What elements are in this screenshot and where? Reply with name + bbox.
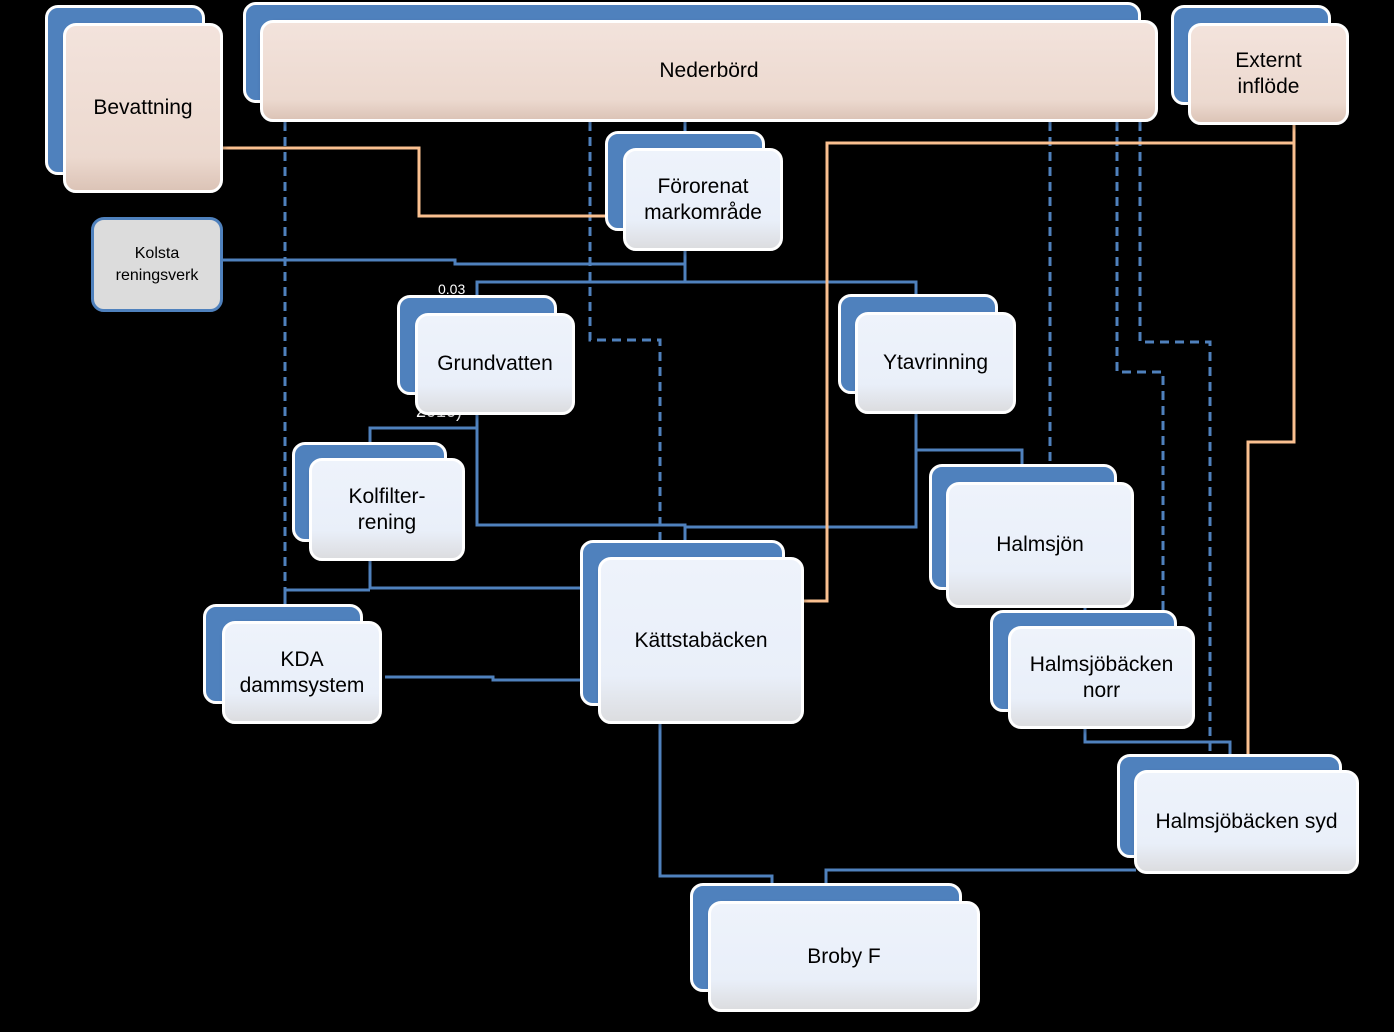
- label-halmsjobacken-norr: Halmsjöbäcken norr: [1029, 652, 1174, 702]
- line-kolsta: [223, 258, 685, 266]
- label-ytavrinning: Ytavrinning: [882, 351, 989, 374]
- dashed-line-nederbord-kattstabacken: [588, 122, 662, 545]
- dashed-line-nederbord-halmsjobacken-norr: [1115, 122, 1165, 615]
- node-kolsta-reningsverk: Kolsta reningsverk: [91, 217, 223, 312]
- line-ytavrinning-kattstabacken: [685, 412, 918, 529]
- label-nederbord: Nederbörd: [659, 59, 759, 82]
- line-externt-halmsjobacken-syd: [1246, 122, 1296, 762]
- line-ytavrinning-halmsjon: [914, 412, 1024, 468]
- line-fororenat-ytavrinning: [685, 280, 918, 298]
- line-externt-kattstabacken: [803, 141, 1294, 603]
- line-norr-syd: [1083, 728, 1232, 760]
- line-kattstabacken-broby: [658, 722, 774, 886]
- label-kattstabacken: Kättstabäcken: [634, 628, 768, 652]
- label-kda-dammsystem: KDA dammsystem: [239, 647, 365, 697]
- label-broby-f: Broby F: [807, 944, 881, 968]
- line-kolfilter-kda: [283, 588, 370, 608]
- line-syd-broby: [824, 868, 1136, 886]
- label-fororenat-markomrade: Förorenat markområde: [644, 174, 762, 224]
- dashed-connectors: [283, 122, 1212, 760]
- line-kda-kattstabacken: [385, 675, 602, 682]
- label-externt-inflode: Externt inflöde: [1235, 49, 1302, 98]
- label-halmsjobacken-syd: Halmsjöbäcken syd: [1155, 810, 1338, 833]
- line-bevattning-fororenat: [220, 146, 625, 218]
- dashed-line-nederbord-halmsjobacken-syd: [1138, 122, 1212, 760]
- label-grundvatten: Grundvatten: [437, 352, 553, 375]
- line-grundvatten-kattstabacken: [475, 412, 687, 542]
- label-kolfilter-rening: Kolfilter- rening: [348, 484, 426, 534]
- solid-connectors: [223, 250, 1232, 886]
- label-kolsta-reningsverk: Kolsta reningsverk: [115, 244, 199, 284]
- label-halmsjon: Halmsjön: [996, 533, 1084, 556]
- label-bevattning: Bevattning: [93, 96, 193, 119]
- line-fororenat-grundvatten: [475, 250, 687, 298]
- peach-connectors: [220, 122, 1296, 762]
- line-kolfilter-kattstabacken: [368, 560, 580, 590]
- label-fragment-mark: 0.03: [438, 282, 466, 294]
